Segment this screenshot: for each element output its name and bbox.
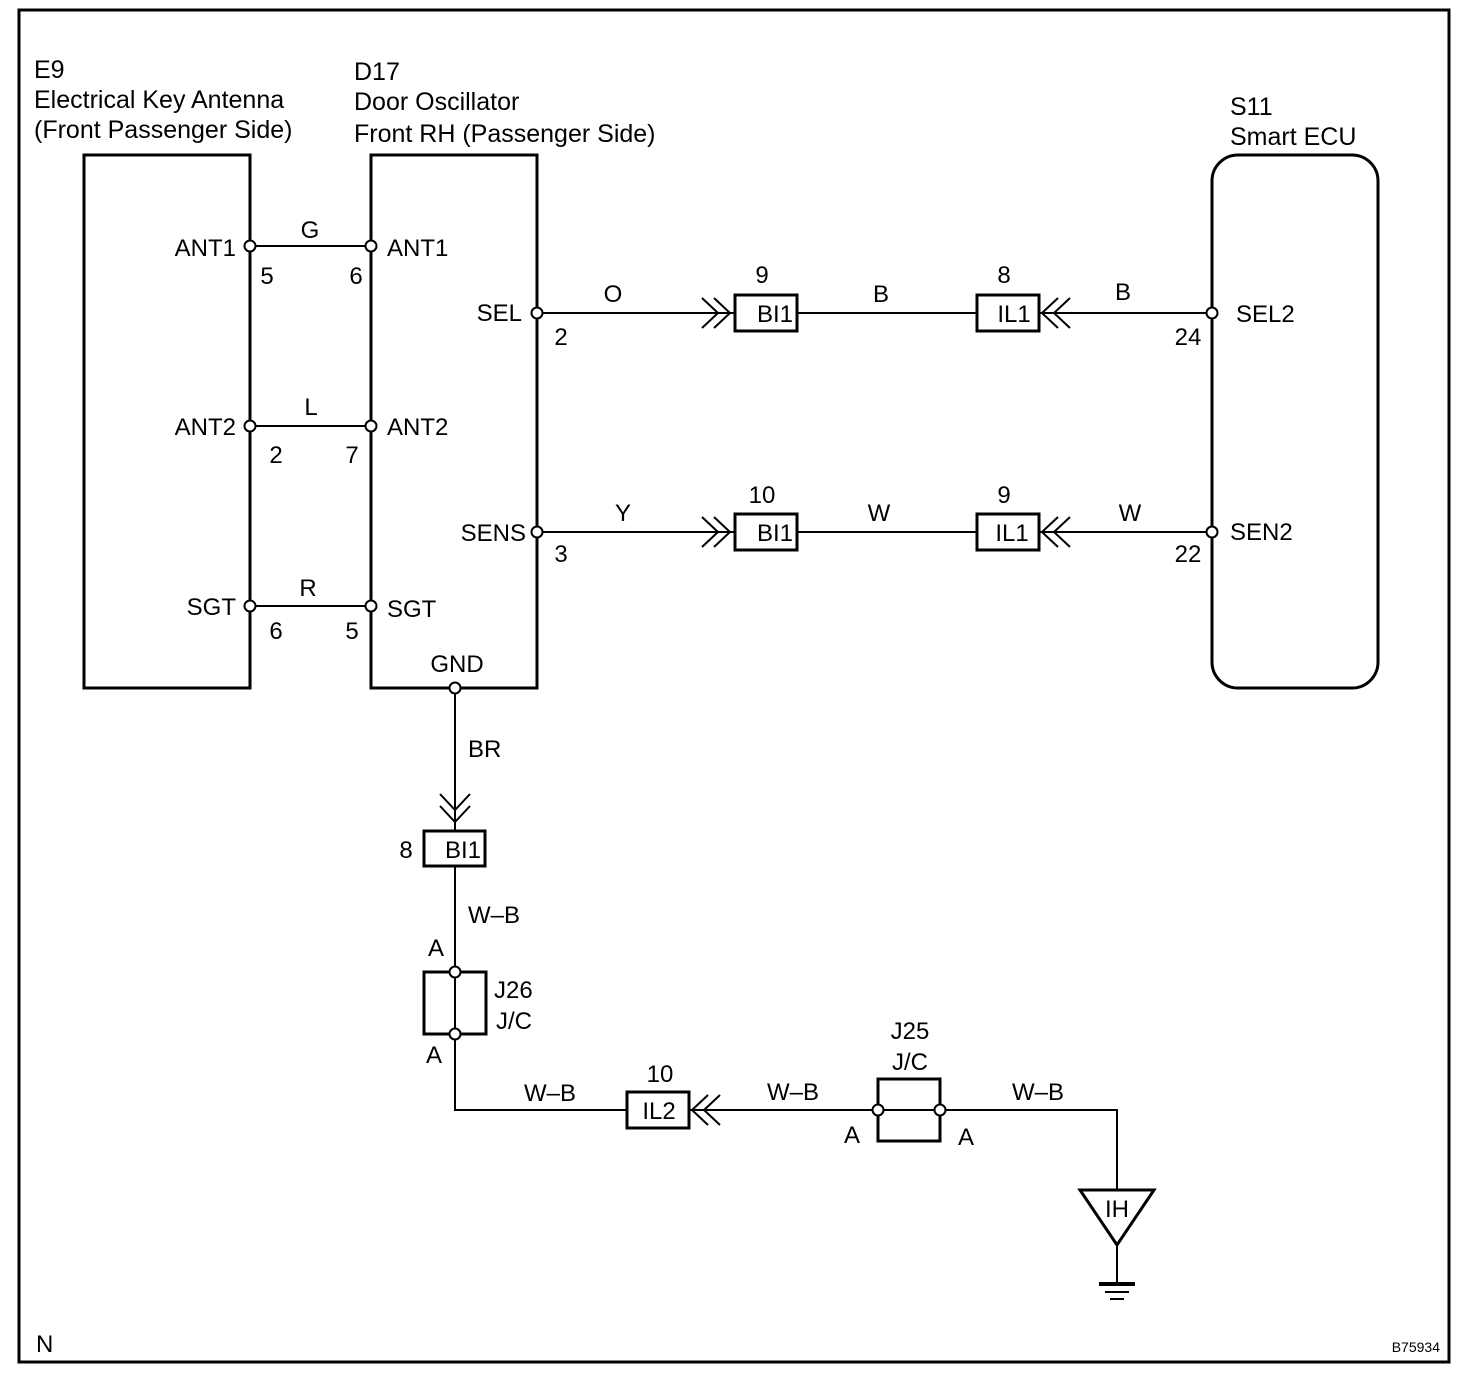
connector-il2-gnd-label: IL2 bbox=[642, 1098, 675, 1125]
d17-pin-ant2-label: ANT2 bbox=[387, 414, 448, 441]
d17-code: D17 bbox=[354, 58, 400, 86]
wire-ground[interactable]: BI1 8 BR W–B J26 J/C A A W–B IL2 10 W–B … bbox=[399, 688, 1118, 1190]
wire-gnd-color-e: W–B bbox=[1012, 1079, 1064, 1106]
junction-j25-type: J/C bbox=[892, 1049, 928, 1076]
wire-sens-color-c: W bbox=[1119, 500, 1142, 527]
terminals bbox=[243, 239, 1219, 1117]
component-e9[interactable]: E9 Electrical Key Antenna (Front Passeng… bbox=[34, 56, 292, 690]
wire-gnd-color-c: W–B bbox=[524, 1080, 576, 1107]
junction-j25-code: J25 bbox=[891, 1018, 930, 1045]
ground-label: IH bbox=[1105, 1196, 1129, 1223]
wire-sgt-color: R bbox=[299, 575, 316, 602]
wire-sens-color-b: W bbox=[868, 500, 891, 527]
component-d17[interactable]: D17 Door Oscillator Front RH (Passenger … bbox=[354, 58, 656, 690]
connector-bi1-gnd-label: BI1 bbox=[445, 837, 481, 864]
connector-il1-sel-pin: 8 bbox=[997, 262, 1010, 289]
d17-pin-sgt-label: SGT bbox=[387, 596, 437, 623]
d17-pin-ant1-number: 6 bbox=[349, 263, 362, 290]
connector-bi1-sens bbox=[733, 512, 799, 552]
wire-sel[interactable]: BI1 9 IL1 8 O B B bbox=[537, 262, 1212, 333]
e9-name-line1: Electrical Key Antenna bbox=[34, 86, 284, 114]
junction-j25-pin-right: A bbox=[958, 1124, 974, 1151]
s11-box bbox=[1210, 153, 1380, 690]
ground-triangle bbox=[1077, 1188, 1157, 1248]
wire-ant1[interactable]: G bbox=[250, 217, 371, 247]
d17-pin-sens-number: 3 bbox=[554, 541, 567, 568]
s11-pin-sen2-number: 22 bbox=[1175, 541, 1202, 568]
e9-pin-ant2-label: ANT2 bbox=[175, 414, 236, 441]
d17-name-line1: Door Oscillator bbox=[354, 88, 519, 116]
e9-pin-ant2-number: 2 bbox=[269, 442, 282, 469]
e9-box bbox=[82, 153, 252, 690]
footer-left: N bbox=[36, 1331, 53, 1358]
ground-point-ih[interactable]: IH bbox=[1077, 1188, 1157, 1300]
connector-il1-sens-pin: 9 bbox=[997, 482, 1010, 509]
d17-pin-sel-label: SEL bbox=[477, 300, 522, 327]
wire-ant2-color: L bbox=[304, 394, 317, 421]
d17-pin-ant1-label: ANT1 bbox=[387, 235, 448, 262]
junction-j25-pin-left: A bbox=[844, 1122, 860, 1149]
s11-name: Smart ECU bbox=[1230, 123, 1356, 151]
connector-bi1-sens-label: BI1 bbox=[757, 520, 793, 547]
connector-il2-gnd bbox=[625, 1090, 691, 1130]
s11-pin-sel2-label: SEL2 bbox=[1236, 301, 1295, 328]
wire-sel-color-a: O bbox=[604, 281, 623, 308]
e9-pin-ant1-label: ANT1 bbox=[175, 235, 236, 262]
wire-gnd-color-d: W–B bbox=[767, 1079, 819, 1106]
e9-pin-ant1-number: 5 bbox=[260, 263, 273, 290]
wire-sens[interactable]: BI1 10 IL1 9 Y W W bbox=[537, 482, 1212, 552]
e9-name-line2: (Front Passenger Side) bbox=[34, 116, 292, 144]
wire-gnd-color-b: W–B bbox=[468, 902, 520, 929]
e9-code: E9 bbox=[34, 56, 65, 84]
d17-name-line2: Front RH (Passenger Side) bbox=[354, 120, 656, 148]
connector-il1-sens-label: IL1 bbox=[995, 520, 1028, 547]
wire-ant1-color: G bbox=[301, 217, 320, 244]
d17-pin-sel-number: 2 bbox=[554, 324, 567, 351]
e9-pin-sgt-number: 6 bbox=[269, 618, 282, 645]
connector-bi1-sens-pin: 10 bbox=[749, 482, 776, 509]
connector-il1-sens bbox=[975, 512, 1041, 552]
wire-gnd-color-a: BR bbox=[468, 736, 501, 763]
s11-code: S11 bbox=[1230, 93, 1273, 121]
diagram-frame bbox=[17, 8, 1451, 1364]
junction-j26-pin-bottom: A bbox=[426, 1042, 442, 1069]
wire-sel-color-c: B bbox=[1115, 279, 1131, 306]
d17-pin-sgt-number: 5 bbox=[345, 618, 358, 645]
wire-sel-color-b: B bbox=[873, 281, 889, 308]
d17-box bbox=[369, 153, 539, 690]
connector-il1-sel-label: IL1 bbox=[997, 301, 1030, 328]
e9-pin-sgt-label: SGT bbox=[187, 594, 237, 621]
connector-bi1-sel-label: BI1 bbox=[757, 301, 793, 328]
component-s11[interactable]: S11 Smart ECU SEL2 SEN2 bbox=[1210, 93, 1380, 690]
d17-pin-ant2-number: 7 bbox=[345, 442, 358, 469]
s11-pin-sen2-label: SEN2 bbox=[1230, 519, 1293, 546]
wire-sens-color-a: Y bbox=[615, 500, 631, 527]
wire-sgt[interactable]: R bbox=[250, 575, 371, 607]
s11-pin-sel2-number: 24 bbox=[1175, 324, 1202, 351]
wire-ant2[interactable]: L bbox=[250, 394, 371, 427]
d17-pin-sens-label: SENS bbox=[461, 520, 526, 547]
junction-j26-type: J/C bbox=[496, 1008, 532, 1035]
connector-bi1-gnd-pin: 8 bbox=[399, 837, 412, 864]
connector-bi1-gnd bbox=[422, 829, 487, 868]
footer-right: B75934 bbox=[1392, 1339, 1440, 1355]
connector-bi1-sel-pin: 9 bbox=[755, 262, 768, 289]
connector-il1-sel bbox=[975, 293, 1041, 333]
d17-pin-gnd-label: GND bbox=[430, 651, 483, 678]
junction-j26-pin-top: A bbox=[428, 935, 444, 962]
connector-il2-gnd-pin: 10 bbox=[647, 1061, 674, 1088]
junction-j26-code: J26 bbox=[494, 977, 533, 1004]
